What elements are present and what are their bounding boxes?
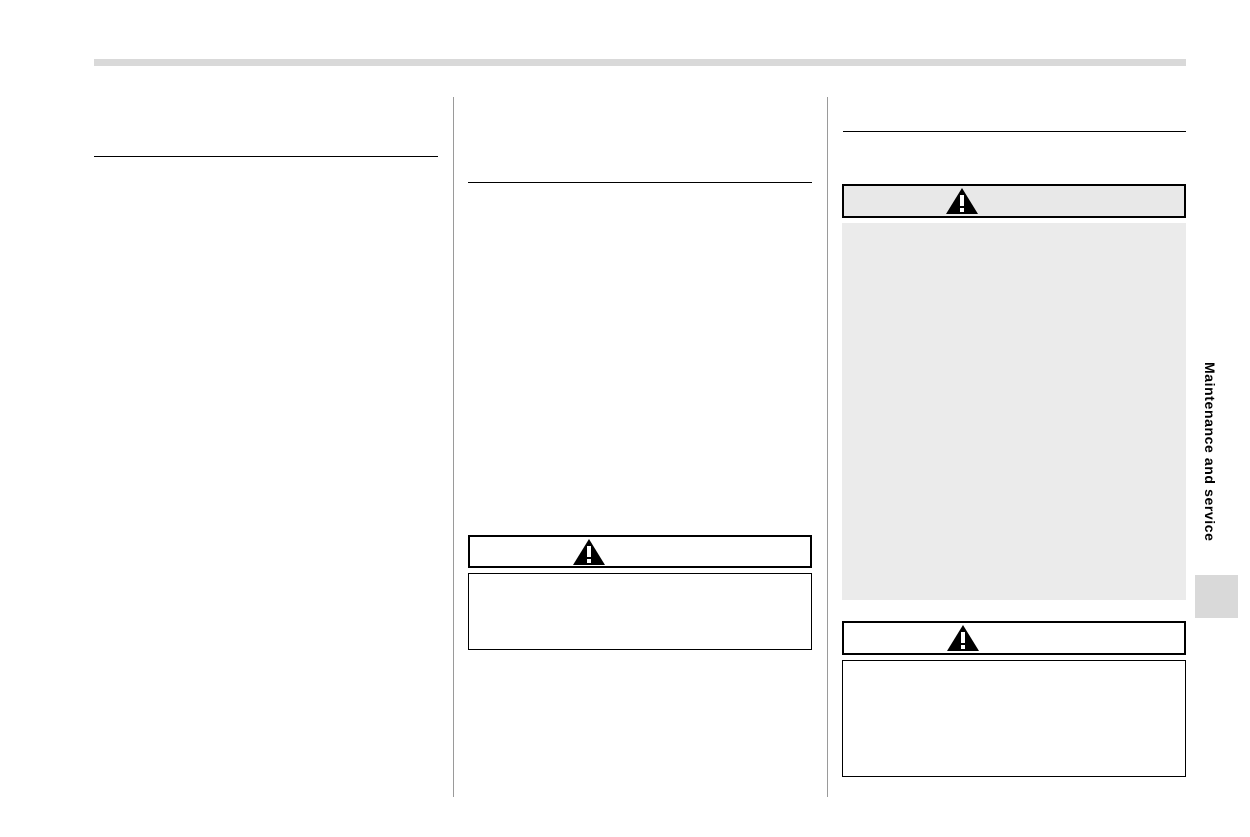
warning-header	[468, 535, 812, 568]
column-divider-right	[827, 97, 828, 797]
side-tab-marker	[1195, 575, 1238, 618]
column-divider-left	[453, 97, 454, 797]
warning-triangle-icon	[946, 188, 978, 214]
warning-body	[842, 660, 1186, 777]
page-header-bar	[94, 59, 1186, 66]
section-heading-rule	[94, 156, 438, 157]
section-heading-rule	[843, 131, 1186, 132]
side-tab-label: Maintenance and service	[1202, 362, 1218, 542]
warning-body-shaded	[842, 223, 1186, 600]
warning-header	[842, 184, 1186, 218]
warning-header	[842, 621, 1186, 655]
warning-triangle-icon	[573, 538, 605, 565]
section-heading-rule	[468, 182, 812, 183]
warning-body	[468, 573, 812, 650]
warning-triangle-icon	[947, 625, 979, 651]
